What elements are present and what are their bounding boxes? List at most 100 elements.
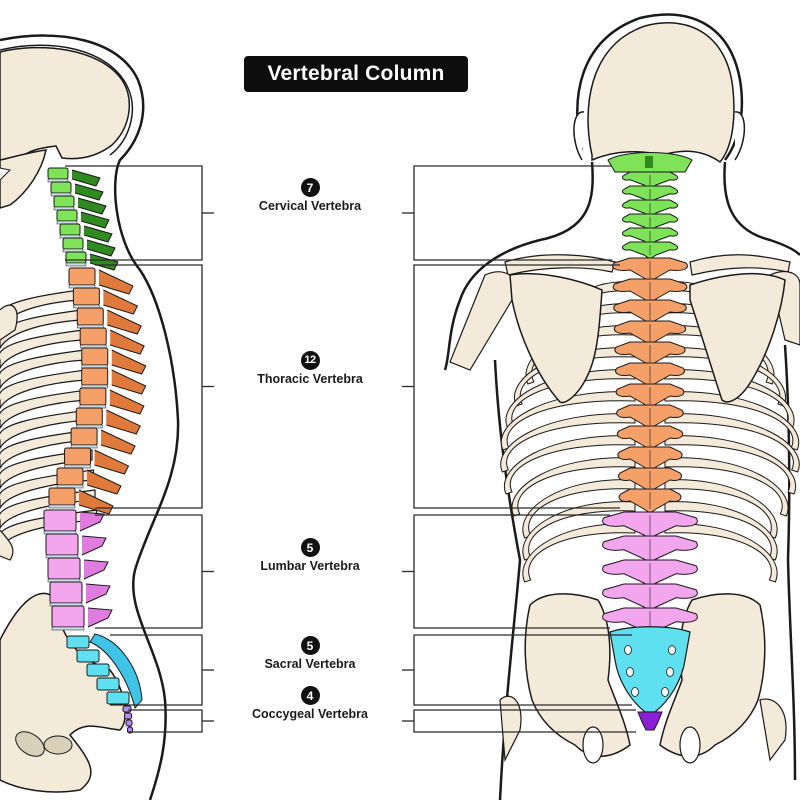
vertebra-thoracic-body — [72, 287, 100, 306]
label-thoracic: 12 Thoracic Vertebra — [220, 350, 400, 386]
lateral-jaw — [0, 149, 47, 209]
vertebra-thoracic-process — [106, 409, 141, 435]
count-badge-cervical: 7 — [300, 178, 320, 197]
coccyx — [637, 711, 663, 731]
vertebra-thoracic-process — [78, 489, 114, 515]
rib — [664, 413, 800, 473]
vertebra-coccygeal-body — [124, 712, 132, 720]
disc — [48, 504, 76, 509]
vertebra-thoracic-process — [94, 449, 130, 475]
vertebra-lumbar-body — [43, 509, 77, 532]
vertebra-cervical-body — [62, 237, 84, 250]
region-name-cervical: Cervical Vertebra — [258, 199, 362, 213]
vertebra-lumbar-body — [45, 533, 79, 556]
vertebra-thoracic-process — [98, 269, 134, 295]
label-lumbar: 5 Lumbar Vertebra — [220, 538, 400, 573]
vertebra-lumbar-process — [81, 535, 107, 556]
rib — [0, 429, 92, 470]
vertebra-cervical-process — [86, 239, 116, 257]
vertebra-thoracic-process — [100, 429, 136, 455]
diagram-title: Vertebral Column — [244, 56, 468, 92]
rib — [0, 289, 81, 330]
rib — [664, 523, 778, 583]
rib — [500, 413, 636, 473]
vertebra-cervical-process — [74, 183, 104, 201]
vertebra-thoracic-body — [48, 487, 76, 506]
vertebra-thoracic-process — [109, 389, 145, 415]
vertebra-coccygeal-body — [125, 719, 133, 727]
vertebra-cervical-process — [71, 169, 101, 187]
vertebra-cervical-body — [47, 167, 69, 180]
rib — [0, 389, 89, 430]
vertebra-thoracic-process — [86, 469, 122, 495]
vertebra-sacral-body — [76, 649, 100, 663]
vertebra-thoracic-body — [64, 447, 92, 466]
lateral-skull-outline — [0, 44, 133, 156]
disc — [51, 626, 85, 631]
count-badge-lumbar: 5 — [300, 538, 320, 557]
disc — [65, 262, 87, 267]
vertebra-coccygeal-body — [122, 705, 132, 713]
vertebra-lumbar-process — [87, 607, 113, 628]
count-badge-thoracic: 12 — [300, 350, 320, 370]
vertebra-thoracic-body — [76, 307, 104, 326]
posterior-skull — [587, 22, 735, 164]
sacral-foramen — [626, 667, 634, 677]
label-cervical: 7 Cervical Vertebra — [220, 178, 400, 213]
vertebra-cervical-process — [89, 253, 119, 271]
rib — [0, 329, 84, 370]
region-name-coccygeal: Coccygeal Vertebra — [251, 707, 369, 721]
dens — [645, 156, 653, 168]
rib — [503, 435, 636, 495]
vertebra-sacral-body — [66, 635, 90, 649]
vertebra-lumbar-process — [85, 583, 111, 604]
vertebra-cervical-process — [83, 225, 113, 243]
rib — [664, 435, 797, 495]
lateral-view — [0, 34, 180, 800]
vertebra-thoracic-body — [79, 387, 107, 406]
posterior-torso-outline — [443, 161, 594, 371]
lateral-body-outline — [0, 34, 180, 800]
posterior-spine — [602, 152, 698, 731]
rib — [522, 523, 636, 583]
vertebra-cervical-body — [56, 209, 78, 222]
rib — [0, 409, 90, 450]
vertebra-cervical-body — [59, 223, 81, 236]
sacrum-posterior — [89, 633, 143, 710]
sacral-foramen — [668, 645, 676, 655]
sacral-foramen — [661, 687, 669, 697]
vertebra-thoracic-process — [111, 369, 147, 395]
vertebra-lumbar-body — [49, 581, 83, 604]
region-name-sacral: Sacral Vertebra — [264, 657, 356, 671]
sacral-foramen — [666, 667, 674, 677]
vertebra-thoracic-process — [111, 349, 147, 375]
vertebra-lumbar-process — [83, 559, 109, 580]
label-coccygeal: 4 Coccygeal Vertebra — [220, 686, 400, 721]
vertebra-thoracic-process — [107, 309, 142, 335]
vertebra-sacral-body — [86, 663, 110, 677]
vertebra-cervical-body — [50, 181, 72, 194]
region-name-lumbar: Lumbar Vertebra — [260, 559, 360, 573]
right-scapula — [689, 272, 786, 403]
vertebra-lumbar-process — [79, 511, 105, 532]
vertebra-thoracic-body — [68, 267, 96, 286]
sacral-foramen — [631, 687, 639, 697]
sacral-foramen — [624, 645, 632, 655]
left-scapula — [509, 272, 603, 404]
vertebra-cervical-process — [77, 197, 107, 215]
vertebra-thoracic-body — [79, 327, 107, 346]
lateral-spine — [43, 167, 147, 734]
count-badge-coccygeal: 4 — [300, 686, 320, 705]
vertebra-sacral-body — [106, 691, 130, 705]
rib — [0, 369, 87, 410]
count-badge-sacral: 5 — [300, 636, 320, 655]
vertebra-lumbar-body — [51, 605, 85, 628]
vertebra-thoracic-body — [81, 367, 109, 386]
vertebra-cervical-body — [65, 251, 87, 264]
vertebra-thoracic-body — [56, 467, 84, 486]
vertebra-thoracic-process — [103, 289, 139, 315]
label-sacral: 5 Sacral Vertebra — [220, 636, 400, 671]
rib — [0, 349, 86, 390]
vertebra-lumbar-body — [47, 557, 81, 580]
vertebra-cervical-process — [80, 211, 110, 229]
